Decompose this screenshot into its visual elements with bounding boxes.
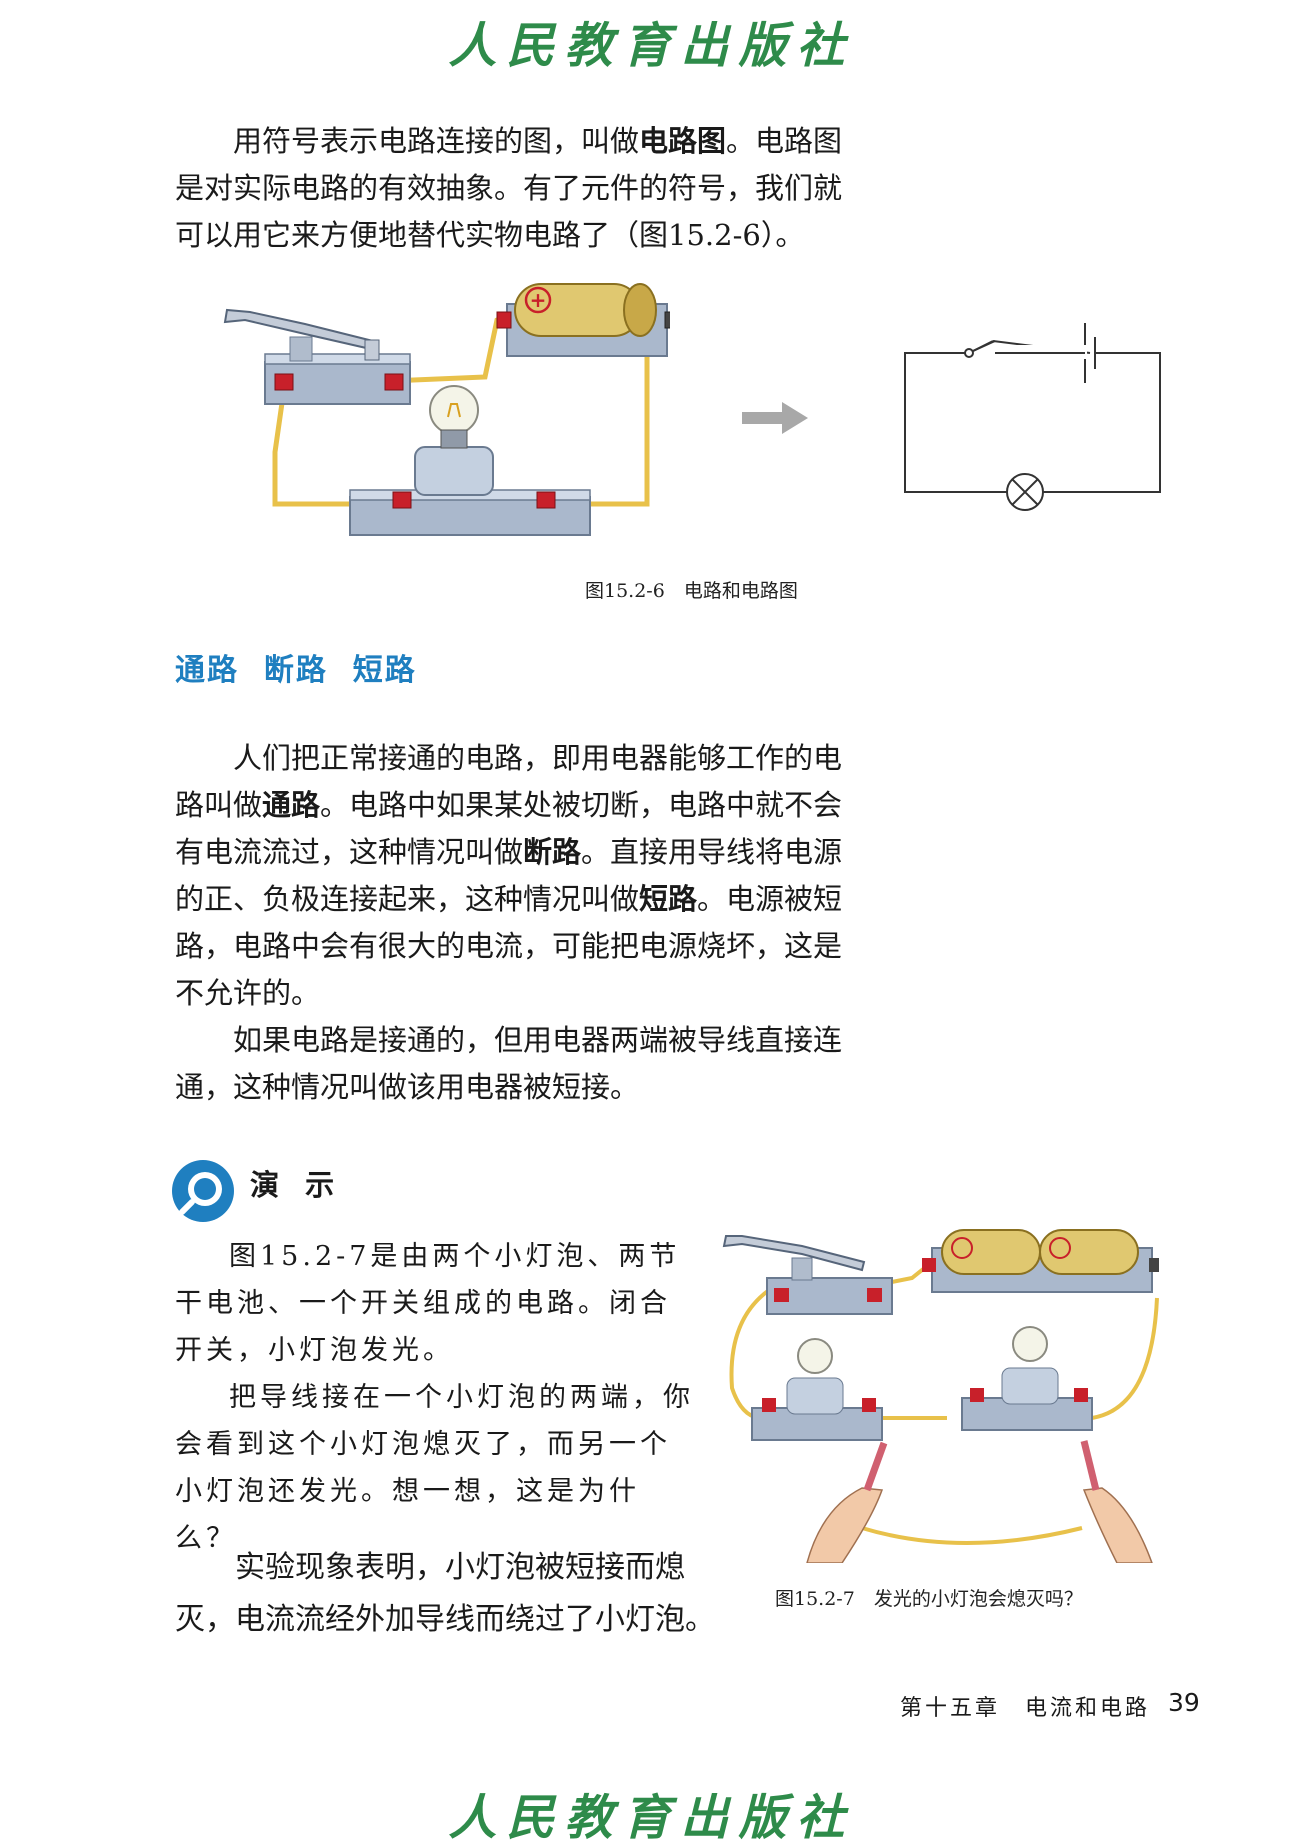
hands-with-probe-wire bbox=[806, 1440, 1153, 1563]
two-bulb-circuit-figure bbox=[722, 1229, 1159, 1563]
term-closed-circuit: 通路 bbox=[262, 788, 321, 822]
schematic-circuit-diagram bbox=[904, 323, 1161, 511]
arrow-right-icon bbox=[742, 402, 808, 434]
term-short-circuit: 短路 bbox=[639, 882, 698, 916]
light-bulb bbox=[961, 1326, 1093, 1431]
paragraph: 把导线接在一个小灯泡的两端，你会看到这个小灯泡熄灭了，而另一个小灯泡还发光。想一… bbox=[175, 1382, 694, 1554]
text-span: 。电源被短路，电路中会有很大的电流，可能把电源烧坏，这是不允许的。 bbox=[175, 882, 843, 1010]
intro-paragraph: 用符号表示电路连接的图，叫做电路图。电路图是对实际电路的有效抽象。有了元件的符号… bbox=[175, 118, 855, 259]
conclusion-paragraph: 实验现象表明，小灯泡被短接而熄灭，电流流经外加导线而绕过了小灯泡。 bbox=[175, 1542, 730, 1646]
battery-pack bbox=[922, 1229, 1159, 1293]
magnifier-icon bbox=[172, 1160, 234, 1222]
figure-caption: 图15.2-6 电路和电路图 bbox=[585, 580, 798, 602]
demo-title: 演 示 bbox=[250, 1168, 343, 1202]
text-span: 。电路中如果某处被切断，电路中就不会有电流流过，这种情况叫做 bbox=[175, 788, 843, 869]
battery: + bbox=[496, 283, 670, 357]
intro-text-before: 用符号表示电路连接的图，叫做 bbox=[233, 124, 640, 158]
term-open-circuit: 断路 bbox=[523, 835, 582, 869]
section-heading: 通路 断路 短路 bbox=[175, 653, 417, 688]
section-body: 人们把正常接通的电路，即用电器能够工作的电路叫做通路。电路中如果某处被切断，电路… bbox=[175, 735, 855, 1111]
paragraph: 图15.2-7是由两个小灯泡、两节干电池、一个开关组成的电路。闭合开关，小灯泡发… bbox=[175, 1241, 681, 1366]
svg-text:+: + bbox=[530, 288, 547, 312]
paragraph: 人们把正常接通的电路，即用电器能够工作的电路叫做通路。电路中如果某处被切断，电路… bbox=[175, 735, 855, 1017]
figure-caption: 图15.2-7 发光的小灯泡会熄灭吗？ bbox=[775, 1588, 1083, 1610]
publisher-logo-bottom: 人民教育出版社 bbox=[448, 1790, 855, 1846]
term-circuit-diagram: 电路图 bbox=[639, 124, 727, 158]
page-number: 39 bbox=[1168, 1688, 1200, 1717]
knife-switch bbox=[722, 1235, 893, 1315]
light-bulb bbox=[751, 1338, 883, 1441]
publisher-logo-top: 人民教育出版社 bbox=[448, 18, 855, 74]
paragraph: 实验现象表明，小灯泡被短接而熄灭，电流流经外加导线而绕过了小灯泡。 bbox=[175, 1550, 715, 1637]
demo-body: 图15.2-7是由两个小灯泡、两节干电池、一个开关组成的电路。闭合开关，小灯泡发… bbox=[175, 1233, 700, 1562]
physical-circuit-figure: + bbox=[223, 283, 670, 536]
paragraph: 如果电路是接通的，但用电器两端被导线直接连通，这种情况叫做该用电器被短接。 bbox=[175, 1023, 843, 1104]
text-span: 人们把正常接通的电路，即用电器能够工作的电路叫做 bbox=[175, 741, 843, 822]
text-span: 。直接用导线将电源的正、负极连接起来，这种情况叫做 bbox=[175, 835, 843, 916]
chapter-title: 第十五章 电流和电路 bbox=[900, 1696, 1151, 1721]
light-bulb bbox=[349, 385, 591, 536]
intro-text-after: 。电路图是对实际电路的有效抽象。有了元件的符号，我们就可以用它来方便地替代实物电… bbox=[175, 124, 843, 252]
knife-switch bbox=[223, 308, 411, 405]
